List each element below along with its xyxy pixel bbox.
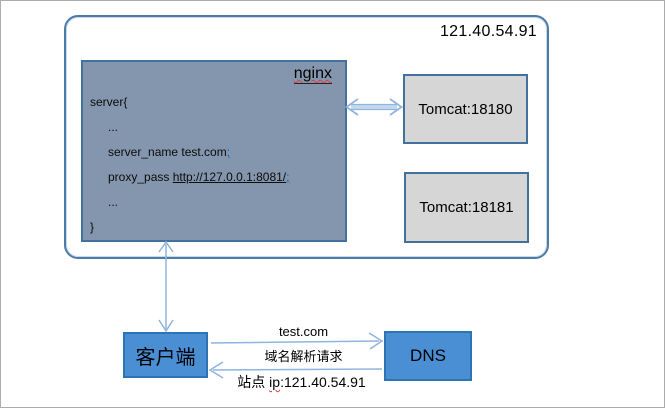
- nginx-config-line-dots1: ...: [108, 120, 119, 134]
- nginx-config-line-proxy-pass: proxy_pass http://127.0.0.1:8081/;: [90, 165, 289, 190]
- client-box: 客户端: [123, 332, 208, 378]
- server-group-box: 121.40.54.91 nginx server{ ... server_na…: [64, 15, 549, 259]
- nginx-config-block: server{ ... server_name test.com; proxy_…: [90, 90, 289, 240]
- dns-response-prefix: 站点: [237, 374, 270, 390]
- dns-response-ip-word: ip: [269, 374, 281, 390]
- nginx-config-line-open: server{: [90, 95, 128, 109]
- proxy-pass-semicolon: ;: [286, 170, 290, 184]
- nginx-title: nginx: [293, 65, 332, 84]
- tomcat-18180-label: Tomcat:18180: [418, 100, 513, 118]
- dns-label: DNS: [410, 346, 446, 365]
- dns-request-domain-label: test.com: [278, 324, 329, 339]
- nginx-box: nginx server{ ... server_name test.com; …: [81, 60, 347, 242]
- tomcat-18180-box: Tomcat:18180: [403, 74, 528, 144]
- dns-response-label: 站点 ip:121.40.54.91: [219, 372, 384, 392]
- nginx-title-text: nginx: [293, 65, 332, 82]
- nginx-config-line-server-name: server_name test.com;: [90, 140, 289, 165]
- nginx-config-line-dots2: ...: [108, 195, 119, 209]
- proxy-pass-url: http://127.0.0.1:8081/: [172, 170, 287, 184]
- server-name-semicolon: ;: [226, 145, 231, 159]
- proxy-pass-text: proxy_pass: [108, 170, 173, 184]
- nginx-config-line-close: }: [90, 220, 95, 234]
- server-host-label: 121.40.54.91: [439, 23, 537, 40]
- server-name-text: server_name test.com: [108, 145, 227, 159]
- dns-response-suffix: :121.40.54.91: [280, 374, 366, 390]
- dns-box: DNS: [384, 331, 472, 381]
- tomcat-18181-box: Tomcat:18181: [404, 172, 529, 243]
- tomcat-18181-label: Tomcat:18181: [419, 199, 514, 216]
- dns-request-caption-label: 域名解析请求: [264, 349, 343, 364]
- client-label: 客户端: [135, 346, 196, 369]
